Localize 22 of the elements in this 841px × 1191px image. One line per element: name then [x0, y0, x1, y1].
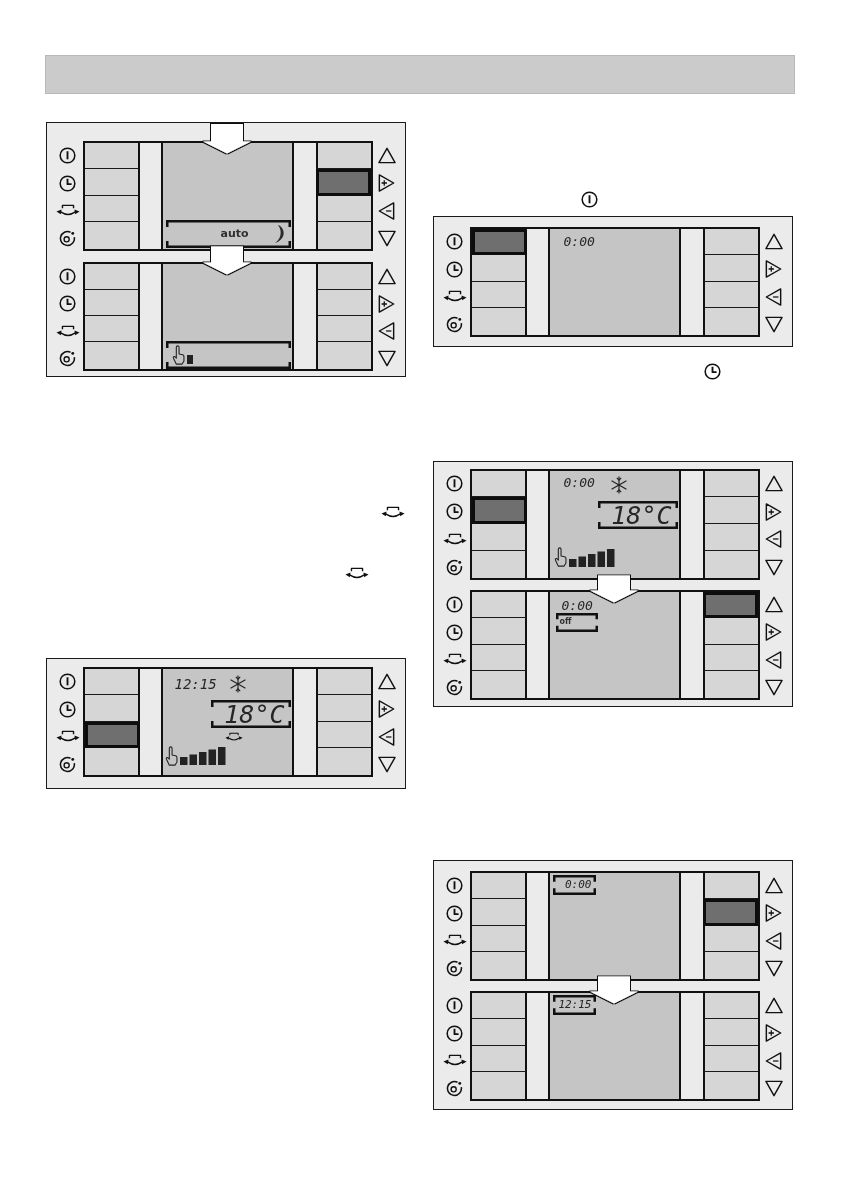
temperature-readout: 18°C: [224, 701, 285, 727]
lcd-display: [547, 992, 681, 1099]
block-arrow: [590, 976, 638, 1004]
block-arrow: [203, 246, 251, 275]
block-arrow: [203, 124, 251, 154]
lcd-display: [160, 142, 294, 249]
clock-readout: 12:15: [174, 676, 217, 691]
lcd-display: [547, 591, 681, 698]
clock-readout: 12:15: [558, 998, 592, 1010]
lcd-display: [547, 228, 681, 335]
temperature-readout: 18°C: [611, 502, 672, 528]
clock-readout: 0:00: [563, 475, 595, 489]
lcd-display: [160, 263, 294, 369]
lcd-display: [547, 872, 681, 979]
block-arrow: [590, 575, 638, 603]
lcd-display: [160, 668, 294, 775]
mode-text: auto: [220, 227, 249, 239]
status-text: off: [559, 617, 572, 626]
clock-readout: 0:00: [565, 878, 592, 890]
clock-readout: 0:00: [563, 234, 595, 248]
lcd-display: [547, 470, 681, 578]
clock-readout: 0:00: [561, 598, 593, 612]
